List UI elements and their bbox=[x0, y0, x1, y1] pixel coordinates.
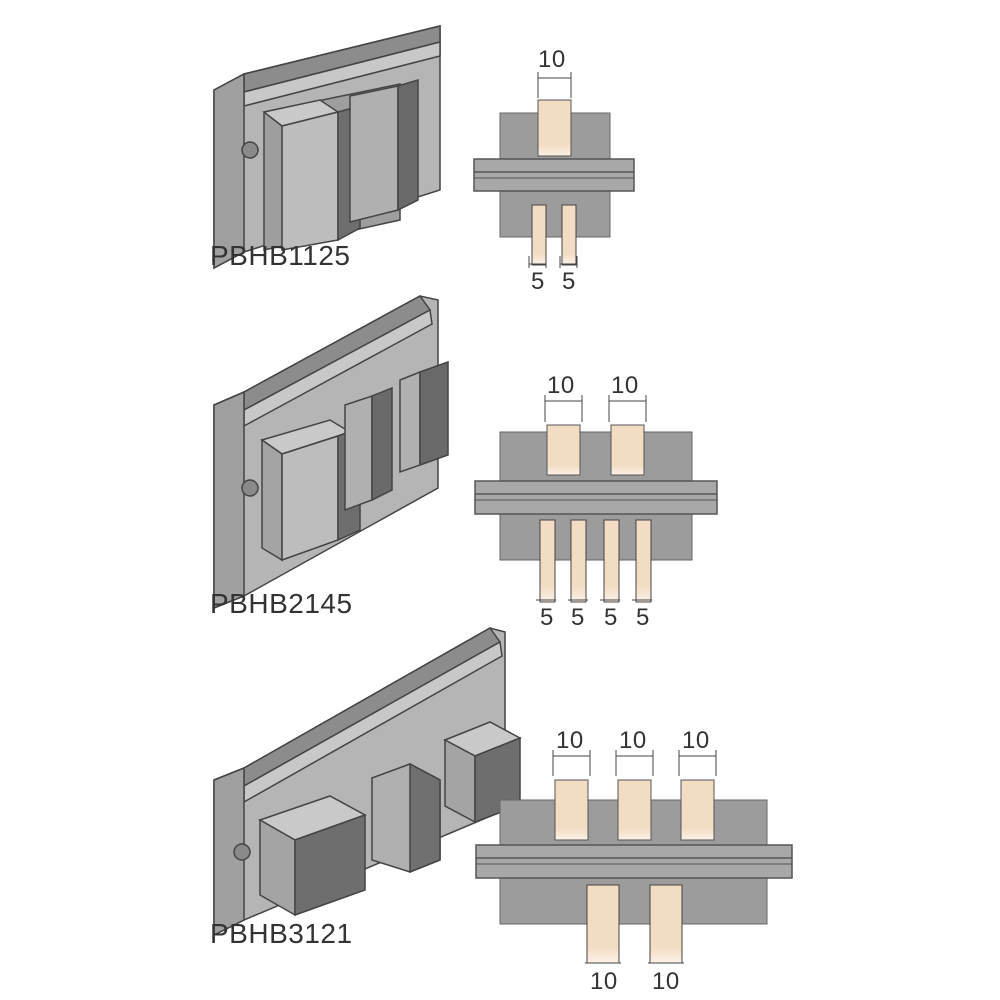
product-3-code: PBHB3121 bbox=[210, 918, 353, 949]
product-1-top-dim-1: 10 bbox=[538, 46, 566, 73]
product-3-plan-view bbox=[475, 750, 793, 964]
product-2-bottom-dim-3: 5 bbox=[604, 604, 618, 631]
product-2-bottom-dim-1: 5 bbox=[540, 604, 554, 631]
product-3-isometric-illustration bbox=[213, 627, 522, 937]
product-3-bottom-dim-1: 10 bbox=[590, 968, 618, 995]
product-2-bottom-dim-2: 5 bbox=[571, 604, 585, 631]
product-2-top-dim-1: 10 bbox=[547, 372, 575, 399]
product-1-code: PBHB1125 bbox=[210, 240, 351, 271]
product-1-bottom-dim-2: 5 bbox=[562, 268, 576, 295]
product-2-plan-view bbox=[474, 395, 718, 603]
product-2-bottom-dim-4: 5 bbox=[636, 604, 650, 631]
product-2-top-dim-2: 10 bbox=[611, 372, 639, 399]
product-3-top-dim-1: 10 bbox=[556, 727, 584, 754]
product-2-code: PBHB2145 bbox=[210, 588, 353, 619]
product-1-plan-view bbox=[473, 72, 635, 268]
product-2-isometric-illustration bbox=[213, 295, 449, 610]
product-1-isometric-illustration bbox=[213, 25, 441, 270]
product-3-top-dim-3: 10 bbox=[682, 727, 710, 754]
product-3-bottom-dim-2: 10 bbox=[652, 968, 680, 995]
product-3-top-dim-2: 10 bbox=[619, 727, 647, 754]
product-1-bottom-dim-1: 5 bbox=[531, 268, 545, 295]
